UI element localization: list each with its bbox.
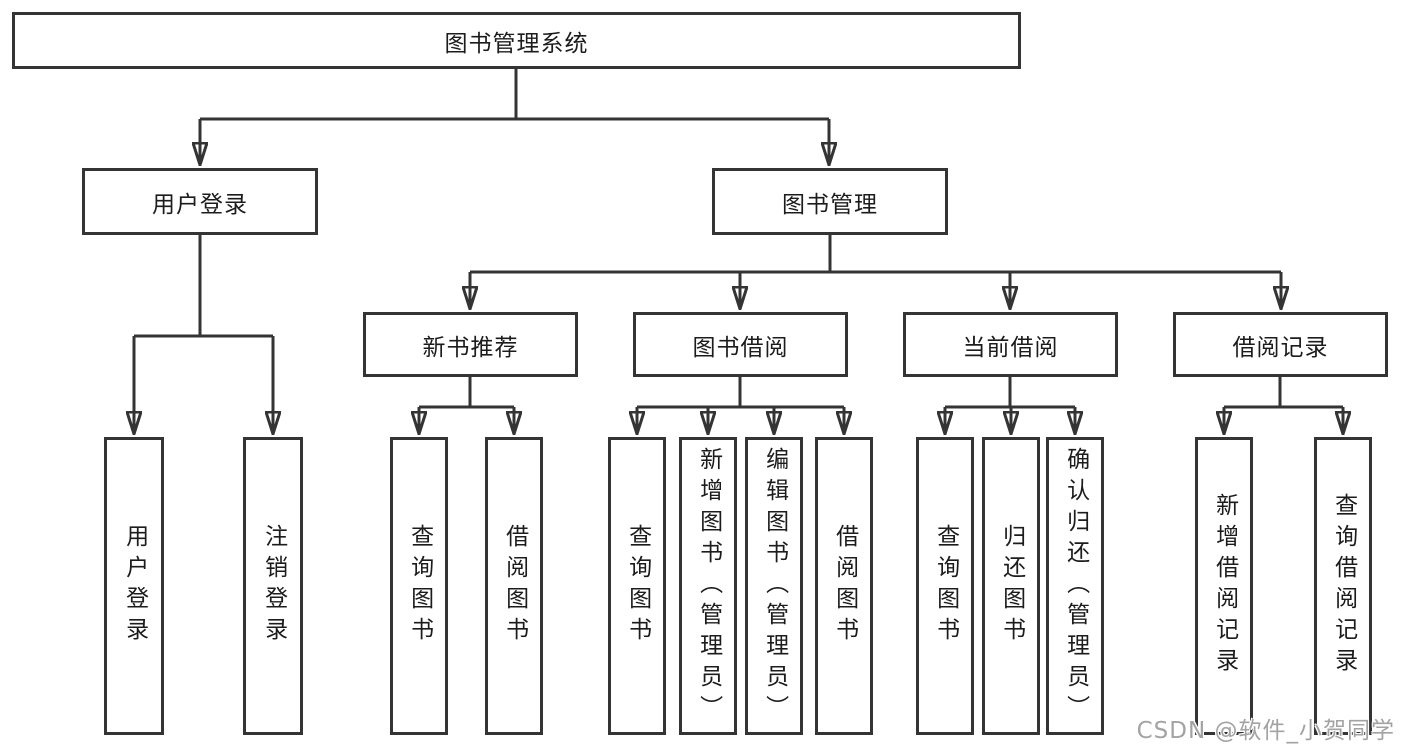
leaf-recommend-query-books: 查询图书 [390, 437, 448, 735]
node-library-management-system: 图书管理系统 [12, 12, 1021, 69]
leaf-label: 新增图书（管理员） [695, 446, 722, 726]
node-current-borrowing: 当前借阅 [903, 312, 1118, 377]
leaf-borrowing-query-books: 查询图书 [608, 437, 666, 735]
leaf-logout: 注销登录 [243, 437, 303, 735]
connector-user-login-children [134, 235, 273, 433]
leaf-borrowing-borrow-books: 借阅图书 [815, 437, 873, 735]
node-new-book-recommendation: 新书推荐 [363, 312, 578, 377]
connector-borrow-children [637, 377, 844, 433]
node-book-borrowing: 图书借阅 [633, 312, 848, 377]
connector-book-management-level3 [470, 235, 1281, 308]
leaf-label: 用户登录 [121, 524, 148, 648]
leaf-borrowing-edit-books-admin: 编辑图书（管理员） [745, 437, 803, 735]
connector-current-children [945, 377, 1075, 433]
connector-records-children [1224, 377, 1343, 433]
leaf-label: 编辑图书（管理员） [761, 446, 788, 726]
leaf-label: 查询图书 [932, 524, 959, 648]
leaf-label: 确认归还（管理员） [1062, 446, 1089, 726]
leaf-label: 注销登录 [260, 524, 287, 648]
leaf-label: 新增借阅记录 [1211, 493, 1238, 679]
watermark: CSDN @软件_小贺同学 [1136, 718, 1395, 744]
leaf-current-query-books: 查询图书 [916, 437, 974, 735]
leaf-current-return-books: 归还图书 [982, 437, 1040, 735]
node-book-management: 图书管理 [712, 168, 948, 235]
leaf-borrowing-add-books-admin: 新增图书（管理员） [679, 437, 737, 735]
connector-root-to-level2 [200, 68, 829, 164]
leaf-label: 查询图书 [406, 524, 433, 648]
node-user-login: 用户登录 [82, 168, 318, 235]
leaf-label: 查询图书 [624, 524, 651, 648]
leaf-label: 归还图书 [998, 524, 1025, 648]
leaf-records-query-borrow-record: 查询借阅记录 [1314, 437, 1372, 735]
connector-recommend-children [419, 377, 514, 433]
leaf-user-login: 用户登录 [104, 437, 164, 735]
leaf-recommend-borrow-books: 借阅图书 [485, 437, 543, 735]
leaf-label: 查询借阅记录 [1330, 493, 1357, 679]
leaf-label: 借阅图书 [831, 524, 858, 648]
node-borrowing-records: 借阅记录 [1173, 312, 1388, 377]
leaf-current-confirm-return-admin: 确认归还（管理员） [1046, 437, 1104, 735]
leaf-label: 借阅图书 [501, 524, 528, 648]
leaf-records-add-borrow-record: 新增借阅记录 [1195, 437, 1253, 735]
